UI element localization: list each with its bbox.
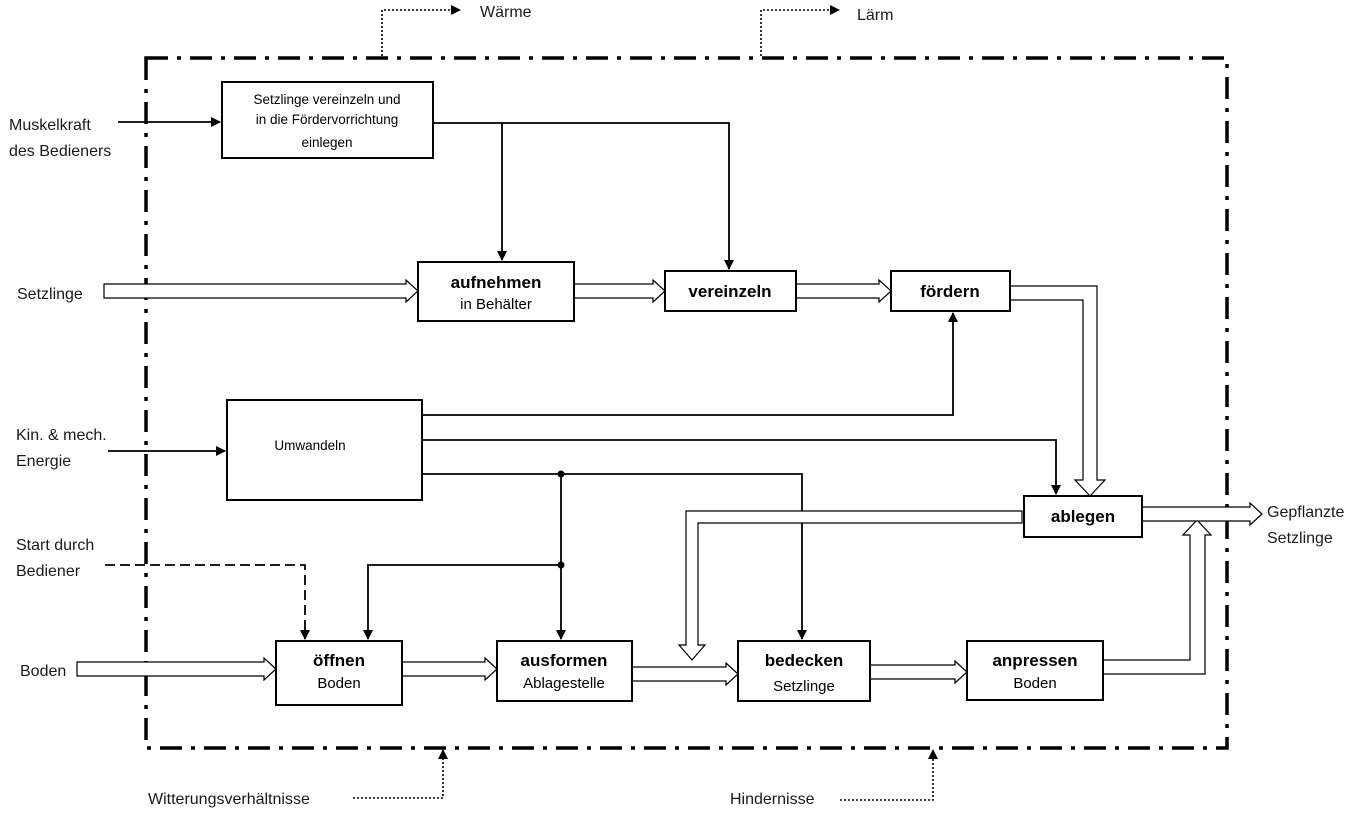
box-title: bedecken [765, 651, 843, 670]
weather-arrow [353, 749, 448, 799]
energy-lines [105, 117, 1061, 640]
label-soil: Boden [20, 663, 66, 680]
umwandeln-to-foerdern-arrow [422, 312, 958, 416]
label-planted-2: Setzlinge [1267, 530, 1333, 547]
oeffnen-to-ausformen-arrow [401, 656, 498, 682]
label-planted-1: Gepflanzte [1267, 504, 1344, 521]
bedecken-to-anpressen-arrow [869, 659, 968, 685]
system-boundary [144, 56, 1229, 750]
box-manual-line3: einlegen [301, 135, 352, 150]
box-vereinzeln: vereinzeln [664, 270, 797, 312]
label-weather: Witterungsverhältnisse [148, 791, 310, 808]
label-muscle-1: Muskelkraft [9, 117, 91, 134]
junction-dot [557, 470, 565, 478]
dotted-arrows [353, 5, 938, 801]
box-title: Umwandeln [274, 438, 345, 453]
box-bedecken: bedecken Setzlinge [737, 640, 871, 702]
junction-dot [557, 561, 565, 569]
noise-arrow [760, 5, 840, 56]
aufnehmen-to-vereinzeln-arrow [573, 278, 666, 304]
box-manual-line2: in die Fördervorrichtung [256, 112, 399, 127]
box-ausformen: ausformen Ablagestelle [496, 640, 633, 702]
box-manual: Setzlinge vereinzeln und in die Fördervo… [221, 81, 434, 159]
box-subtitle: Boden [1013, 675, 1056, 692]
box-oeffnen: öffnen Boden [275, 640, 403, 706]
box-aufnehmen: aufnehmen in Behälter [417, 261, 575, 322]
anpressen-to-output-arrow [1102, 519, 1213, 675]
box-title: aufnehmen [451, 273, 542, 292]
box-title: fördern [920, 282, 980, 301]
box-title: öffnen [313, 651, 365, 670]
box-ablegen: ablegen [1023, 495, 1143, 538]
external-labels: Muskelkraft des Bedieners Setzlinge Kin.… [9, 4, 1344, 808]
box-subtitle: Ablagestelle [523, 675, 605, 692]
label-heat: Wärme [480, 4, 532, 21]
seedlings-in-arrow [103, 278, 419, 304]
box-title: vereinzeln [688, 282, 771, 301]
box-subtitle: Setzlinge [773, 678, 835, 695]
label-energy-2: Energie [16, 453, 71, 470]
label-start-1: Start durch [16, 537, 94, 554]
box-subtitle: in Behälter [460, 296, 532, 313]
box-title: ablegen [1051, 507, 1115, 526]
umwandeln-to-bedecken-arrow [422, 473, 807, 640]
material-flow [76, 278, 1263, 687]
label-start-2: Bediener [16, 563, 81, 580]
umwandeln-to-oeffnen-arrow [363, 564, 561, 640]
ausformen-to-bedecken-arrow [631, 661, 739, 687]
box-title: anpressen [992, 651, 1077, 670]
label-obstacles: Hindernisse [730, 791, 815, 808]
label-noise: Lärm [857, 7, 893, 24]
soil-in-arrow [76, 656, 277, 682]
ablegen-to-bedecken-arrow [677, 510, 1023, 661]
label-energy-1: Kin. & mech. [16, 427, 107, 444]
box-manual-line1: Setzlinge vereinzeln und [253, 92, 400, 107]
box-umwandeln: Umwandeln [226, 399, 423, 501]
start-signal-arrow [105, 564, 310, 640]
obstacles-arrow [840, 749, 938, 801]
label-muscle-2: des Bedieners [9, 143, 111, 160]
vereinzeln-to-foerdern-arrow [795, 278, 892, 304]
label-seedlings: Setzlinge [17, 286, 83, 303]
box-anpressen: anpressen Boden [966, 640, 1104, 701]
box-subtitle: Boden [317, 675, 360, 692]
manual-to-vereinzeln-arrow [433, 122, 734, 270]
foerdern-to-ablegen-arrow [1009, 285, 1107, 497]
box-foerdern: fördern [890, 270, 1011, 312]
umwandeln-to-ablegen-arrow [422, 439, 1061, 495]
heat-arrow [381, 5, 461, 56]
box-title: ausformen [521, 651, 608, 670]
planted-out-arrow [1141, 501, 1263, 527]
